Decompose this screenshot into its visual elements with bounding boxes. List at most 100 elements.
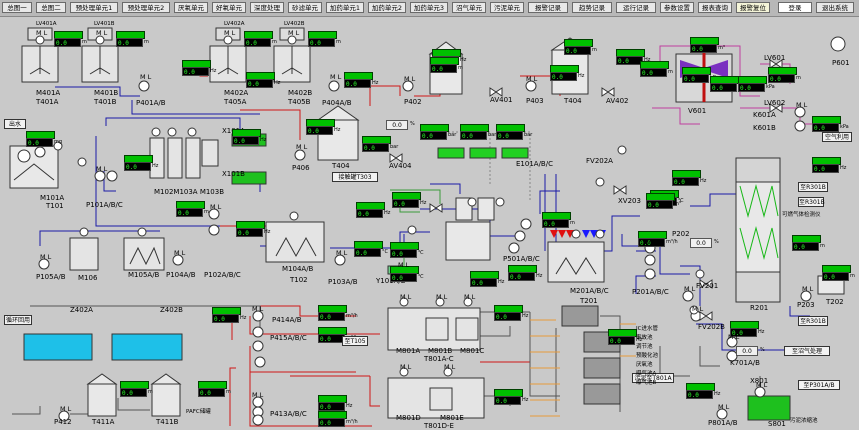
equipment-tag: T801D-E bbox=[424, 422, 454, 430]
equipment-tag: T405B bbox=[288, 98, 311, 106]
equipment-tag: P201A/B/C bbox=[632, 288, 669, 296]
nav-button-11[interactable]: 沼气单元 bbox=[452, 2, 486, 13]
tank-t401b bbox=[81, 27, 119, 83]
link-button[interactable]: 污泥至T801A bbox=[632, 373, 674, 383]
value-readout: 0.0 bbox=[120, 388, 147, 397]
link-button[interactable]: 接触罐T303 bbox=[332, 172, 378, 182]
value-unit: Hz bbox=[372, 80, 379, 86]
value-unit: Hz bbox=[522, 397, 529, 403]
instrument-label: LV402A bbox=[224, 21, 245, 27]
motor-mode-indicator: M L bbox=[36, 29, 48, 37]
motor-mode-indicator: M L bbox=[756, 381, 768, 389]
value-readout: 0.0 bbox=[198, 388, 225, 397]
equipment-tag: P404A/B bbox=[322, 99, 352, 107]
value-readout: 0.0 bbox=[564, 46, 591, 55]
nav-button-15[interactable]: 运行记录 bbox=[616, 2, 656, 13]
value-readout: 0.0 bbox=[470, 278, 497, 287]
nav-button-8[interactable]: 加药单元1 bbox=[326, 2, 364, 13]
value-readout: 0.0 bbox=[176, 208, 203, 217]
tank-t102 bbox=[265, 221, 325, 263]
value-unit: °C bbox=[382, 249, 388, 255]
equipment-tag: AV401 bbox=[490, 96, 513, 104]
equipment-tag: S801 bbox=[768, 420, 786, 428]
link-button[interactable]: 至R301B bbox=[798, 182, 828, 192]
motor-mode-indicator: M L bbox=[398, 261, 410, 269]
motor-symbols bbox=[35, 35, 605, 377]
value-readout: 0.0 bbox=[496, 131, 523, 140]
value-readout: 0.0 bbox=[116, 38, 143, 47]
motor-mode-indicator: M L bbox=[404, 75, 416, 83]
value-readout: 0.0 bbox=[730, 328, 757, 337]
value-unit: bar bbox=[488, 132, 497, 138]
value-unit: ℃ bbox=[678, 198, 684, 204]
value-unit: Hz bbox=[840, 165, 847, 171]
link-button[interactable]: 空气利用 bbox=[822, 132, 852, 142]
equipment-tag: T101 bbox=[46, 202, 64, 210]
equipment-tag: V601 bbox=[688, 107, 707, 115]
link-button[interactable]: 至R301B bbox=[798, 197, 825, 207]
nav-button-16[interactable]: 参数设置 bbox=[660, 2, 694, 13]
nav-button-4[interactable]: 厌氧单元 bbox=[174, 2, 208, 13]
value-unit: Hz bbox=[264, 229, 271, 235]
link-button[interactable]: 至P301A/B bbox=[798, 380, 840, 390]
sludge-source-label: 调节池 bbox=[636, 344, 653, 350]
value-readout: 0.0 bbox=[710, 83, 737, 92]
value-unit: m³ bbox=[674, 201, 681, 207]
link-button[interactable]: 至R301B bbox=[798, 316, 828, 326]
value-unit: m bbox=[820, 243, 825, 249]
link-button[interactable]: 出水 bbox=[4, 119, 26, 129]
link-button[interactable]: 循环回用 bbox=[4, 315, 32, 325]
grey-pipes bbox=[12, 305, 761, 415]
equipment-tag: T401B bbox=[94, 98, 117, 106]
motor-mode-indicator: M L bbox=[728, 333, 740, 341]
nav-button-12[interactable]: 污泥单元 bbox=[490, 2, 524, 13]
value-unit: % bbox=[760, 347, 765, 353]
nav-button-2[interactable]: 预处理单元1 bbox=[70, 2, 118, 13]
nav-button-9[interactable]: 加药单元2 bbox=[368, 2, 406, 13]
mixers-m102-m103 bbox=[149, 137, 219, 179]
heat-exchangers-e101 bbox=[437, 147, 529, 159]
instrument-label: LV401A bbox=[36, 21, 57, 27]
motor-mode-indicator: M L bbox=[96, 165, 108, 173]
value-readout: 0.0 bbox=[236, 228, 263, 237]
value-readout: 0.0 bbox=[768, 74, 795, 83]
value-readout: 0.0 bbox=[306, 126, 333, 135]
motor-mode-indicator: M L bbox=[252, 305, 264, 313]
value-unit: m bbox=[668, 69, 673, 75]
equipment-tag: T404 bbox=[564, 97, 582, 105]
nav-button-1[interactable]: 总图二 bbox=[36, 2, 66, 13]
nav-button-20[interactable]: 退出系统 bbox=[816, 2, 854, 13]
nav-button-19[interactable]: 登录 bbox=[778, 2, 812, 13]
value-readout: 0.0 bbox=[212, 314, 239, 323]
valves bbox=[389, 59, 783, 321]
equipment-tag: FV202A bbox=[586, 157, 613, 165]
tank-t801d-e bbox=[387, 377, 485, 419]
sludge-source-label: 曝气池A bbox=[636, 371, 657, 377]
equipment-tag: P101A/B/C bbox=[86, 201, 123, 209]
equipment-tag: R201 bbox=[750, 304, 769, 312]
motor-mode-indicator: M L bbox=[288, 29, 300, 37]
nav-button-6[interactable]: 深度处理 bbox=[250, 2, 284, 13]
nav-button-18[interactable]: 报警复位 bbox=[736, 2, 770, 13]
link-button[interactable]: 至沼气处理 bbox=[784, 346, 830, 356]
nav-button-7[interactable]: 砂滤单元 bbox=[288, 2, 322, 13]
nav-button-13[interactable]: 报警记录 bbox=[528, 2, 568, 13]
motor-mode-indicator: M L bbox=[444, 363, 456, 371]
nav-button-17[interactable]: 报表查询 bbox=[698, 2, 732, 13]
nav-button-10[interactable]: 加药单元3 bbox=[410, 2, 448, 13]
equipment-tag: LV601 bbox=[764, 54, 786, 62]
tank-t201 bbox=[547, 241, 605, 283]
nav-button-3[interactable]: 预处理单元2 bbox=[122, 2, 170, 13]
value-unit: m bbox=[226, 389, 231, 395]
value-readout: 0.0 bbox=[608, 336, 635, 345]
value-unit: m³/h bbox=[666, 239, 678, 245]
nav-button-0[interactable]: 总图一 bbox=[2, 2, 32, 13]
sludge-s801 bbox=[747, 395, 791, 421]
value-unit: Hz bbox=[210, 68, 217, 74]
nav-button-5[interactable]: 好氧单元 bbox=[212, 2, 246, 13]
link-button[interactable]: 至T105 bbox=[342, 336, 368, 346]
equipment-tag: X101B bbox=[222, 170, 245, 178]
value-readout: 0.0 bbox=[392, 199, 419, 208]
nav-button-14[interactable]: 趋势记录 bbox=[572, 2, 612, 13]
value-unit: m bbox=[82, 39, 87, 45]
